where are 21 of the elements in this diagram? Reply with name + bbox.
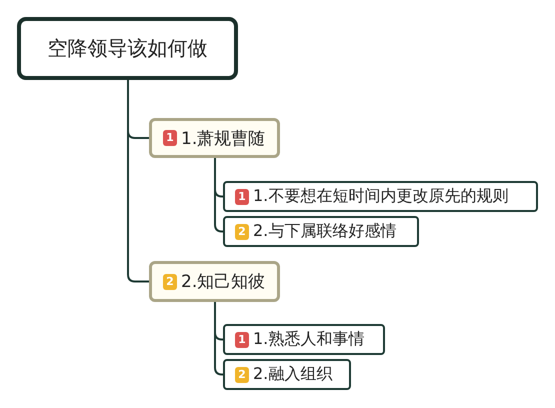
topic-box <box>149 118 280 158</box>
topic-text: 1.熟悉人和事情 <box>253 329 364 350</box>
priority-marker: 2 <box>163 274 177 290</box>
priority-marker: 1 <box>235 332 249 348</box>
topic-text: 2.融入组织 <box>253 364 332 385</box>
subtopic-box <box>223 324 385 355</box>
topic-text: 1.萧规曹随 <box>181 128 266 150</box>
priority-marker: 1 <box>163 130 177 146</box>
topic-text: 2.与下属联络好感情 <box>253 221 396 242</box>
priority-marker: 2 <box>235 224 249 240</box>
subtopic-box <box>223 181 538 212</box>
connector-line <box>127 80 149 282</box>
root-topic-box <box>17 17 238 80</box>
subtopic-box <box>223 216 419 247</box>
topic-text: 2.知己知彼 <box>181 271 266 293</box>
central-topic-text: 空降领导该如何做 <box>48 35 208 62</box>
topic-box <box>149 261 280 302</box>
priority-marker: 2 <box>235 366 249 382</box>
subtopic-box <box>223 359 351 390</box>
priority-marker: 1 <box>235 188 249 204</box>
topic-text: 1.不要想在短时间内更改原先的规则 <box>253 186 508 207</box>
